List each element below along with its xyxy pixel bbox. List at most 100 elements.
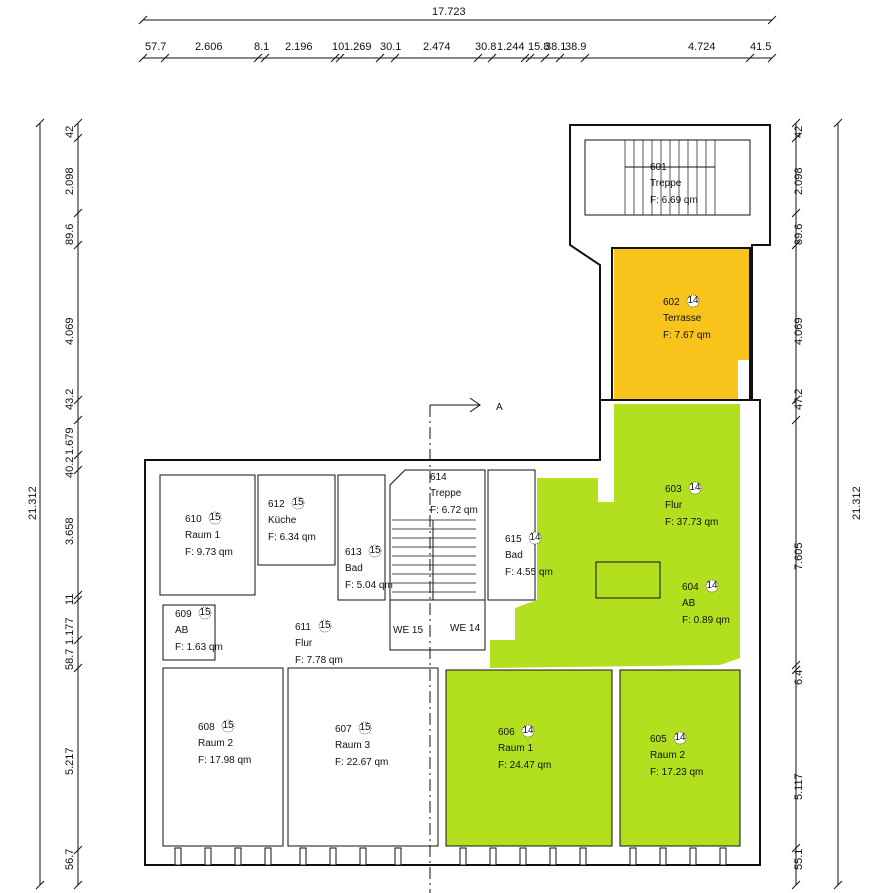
unit-number: 15 [369,545,381,556]
room-area: F: 17.98 qm [198,755,251,766]
dim-left-segment: 11 [64,594,76,605]
stair-steps [624,140,716,215]
dimension-tick [73,395,83,405]
dim-top-segment: 57.7 [145,41,166,53]
room-area: F: 4.55 qm [505,567,553,578]
dimension-tick [540,53,550,63]
room-area: F: 7.78 qm [295,655,343,666]
unit-number: 15 [319,620,331,631]
dim-left-segment: 42 [64,126,76,138]
room-number: 601 [650,162,667,173]
unit-marker-icon [198,606,212,620]
dimension-tick [330,53,340,63]
unit-marker-icon [688,481,702,495]
room-number: 612 [268,499,285,510]
dim-top-segment: 1.244 [497,41,525,53]
room-number: 602 [663,297,680,308]
dimension-tick [375,53,385,63]
dim-right-segment: 6.4 [793,670,805,685]
windows [174,847,727,866]
flur-603-fill [490,404,740,668]
room-number: 615 [505,534,522,545]
room-number: 605 [650,734,667,745]
window [519,847,527,866]
unit-marker-icon [368,544,382,558]
unit-number: 14 [674,732,686,743]
dim-top-segment: 2.606 [195,41,223,53]
unit-marker-icon [358,721,372,735]
dim-top-segment: 38.1 [545,41,566,53]
unit-number: 15 [222,720,234,731]
room-number: 603 [665,484,682,495]
room-607-outline [287,667,439,847]
dimension-tick [791,415,801,425]
room-area: F: 24.47 qm [498,760,551,771]
dimension-tick [791,133,801,143]
dim-top-segment: 38.9 [565,41,586,53]
room-name: Raum 2 [650,750,685,761]
dimension-tick [73,208,83,218]
dim-top-segment: 4.724 [688,41,716,53]
dimension-tick [73,595,83,605]
dim-left-segment: 43.2 [64,389,76,410]
room-area: F: 6.69 qm [650,195,698,206]
room-area: F: 7.67 qm [663,330,711,341]
window [299,847,307,866]
unit-marker-icon [705,579,719,593]
unit-marker-icon [221,719,235,733]
dimension-tick [833,880,843,890]
unit-number: 15 [359,722,371,733]
dimension-tick [73,450,83,460]
dimension-tick [580,53,590,63]
unit-marker-icon [686,294,700,308]
window [489,847,497,866]
section-arrow-head-icon [469,397,481,413]
room-610-outline [159,474,256,596]
unit-number: 15 [292,497,304,508]
unit-number: 15 [209,512,221,523]
terrasse-outline [611,247,751,401]
dimension-tick [73,415,83,425]
room-number: 606 [498,727,515,738]
room-area: F: 37.73 qm [665,517,718,528]
dimension-tick [525,53,535,63]
room-area: F: 6.72 qm [430,505,478,516]
dimension-tick [791,843,801,853]
room-name: Küche [268,515,297,526]
dimension-tick [73,118,83,128]
room-606-outline [445,669,613,847]
dimension-tick [791,208,801,218]
unit-number: 14 [687,295,699,306]
window [359,847,367,866]
room-area: F: 17.23 qm [650,767,703,778]
dim-left-segment: 1.679 [64,427,76,455]
dimension-tick [335,53,345,63]
dimension-tick [260,53,270,63]
dimension-tick [35,880,45,890]
unit-marker-icon [673,731,687,745]
room-area: F: 6.34 qm [268,532,316,543]
room-609-outline [162,604,216,661]
room-number: 609 [175,609,192,620]
building-outline [144,399,761,866]
dim-left-segment: 89.6 [64,224,76,245]
dimension-tick [73,590,83,600]
dimension-tick [791,665,801,675]
dim-right-segment: 7.605 [793,542,805,570]
room-name: Raum 1 [498,743,533,754]
dimension-tick [138,53,148,63]
dim-left-total: 21.312 [27,486,39,520]
room-number: 614 [430,472,447,483]
dimension-tick [791,240,801,250]
room-613-outline [337,474,386,601]
dimension-tick [791,395,801,405]
unit-marker-icon [318,619,332,633]
